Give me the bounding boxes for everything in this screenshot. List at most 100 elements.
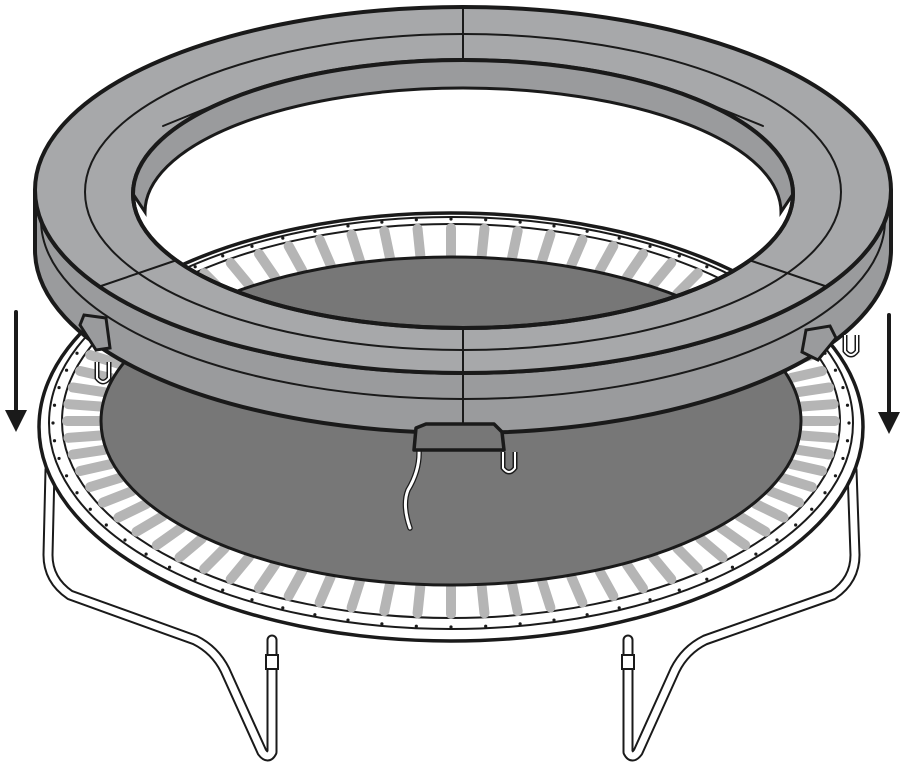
spring bbox=[412, 223, 426, 261]
spring-hook bbox=[64, 474, 69, 478]
spring-hook bbox=[51, 421, 55, 425]
pad-tie-loop-right bbox=[844, 335, 858, 356]
spring-hook bbox=[221, 588, 225, 592]
spring bbox=[85, 349, 126, 370]
leg-front-right bbox=[624, 466, 859, 760]
spring-hook bbox=[648, 244, 652, 248]
spring-hook bbox=[123, 538, 127, 542]
spring bbox=[750, 499, 789, 523]
spring-hook bbox=[823, 491, 827, 495]
spring-hook bbox=[833, 474, 838, 478]
spring bbox=[537, 229, 556, 266]
spring-hook bbox=[449, 625, 453, 629]
spring-hook bbox=[281, 606, 285, 610]
spring-hook bbox=[705, 577, 709, 581]
spring-hook bbox=[677, 588, 681, 592]
spring bbox=[199, 543, 230, 574]
spring-hook bbox=[346, 618, 350, 622]
spring-hook bbox=[552, 618, 556, 622]
spring-hook bbox=[75, 491, 79, 495]
spring-hook bbox=[281, 236, 285, 240]
spring-hook bbox=[221, 254, 225, 258]
spring-hook bbox=[346, 224, 350, 228]
spring-hook bbox=[617, 236, 621, 240]
spring bbox=[507, 225, 523, 263]
spring bbox=[594, 241, 619, 276]
spring-hook bbox=[380, 622, 384, 626]
pad-tie-loop-left bbox=[96, 362, 110, 383]
spring-hook bbox=[845, 403, 850, 407]
spring bbox=[622, 248, 648, 283]
pad-joint-front-right bbox=[748, 259, 826, 287]
spring-hook bbox=[794, 523, 798, 527]
pad-tie-loop-front bbox=[502, 452, 516, 473]
spring bbox=[346, 229, 365, 266]
spring-hook bbox=[104, 523, 108, 527]
spring bbox=[346, 576, 365, 613]
pad-right-tab bbox=[800, 324, 838, 362]
spring-hook bbox=[847, 421, 851, 425]
spring-hook bbox=[193, 577, 197, 581]
spring-hook bbox=[648, 598, 652, 602]
spring bbox=[786, 458, 827, 476]
spring-hook bbox=[167, 565, 172, 569]
spring bbox=[647, 257, 677, 291]
spring-hook bbox=[144, 552, 148, 556]
spring-hook bbox=[380, 220, 384, 224]
spring bbox=[792, 382, 835, 398]
spring bbox=[776, 472, 817, 493]
leg-joint-right bbox=[621, 654, 635, 670]
pad-joint-front-left bbox=[100, 259, 178, 287]
leg-joint-left bbox=[265, 654, 279, 670]
spring bbox=[67, 382, 110, 398]
spring bbox=[314, 571, 336, 608]
spring-hook bbox=[730, 565, 735, 569]
safety-pad bbox=[32, 5, 894, 475]
leg-front-left bbox=[44, 466, 276, 760]
spring-hook bbox=[677, 254, 681, 258]
spring bbox=[63, 399, 106, 412]
spring-hook bbox=[484, 218, 488, 222]
spring bbox=[314, 234, 336, 271]
spring bbox=[507, 579, 523, 617]
spring-hook bbox=[841, 385, 845, 390]
spring bbox=[254, 559, 280, 594]
arrows bbox=[5, 310, 900, 434]
spring bbox=[131, 511, 168, 537]
pad-joint-back-left bbox=[162, 103, 218, 127]
spring-hook bbox=[845, 439, 850, 443]
spring-hook bbox=[810, 507, 814, 511]
spring bbox=[412, 581, 426, 619]
spring-hook bbox=[250, 244, 254, 248]
spring bbox=[225, 257, 255, 291]
spring bbox=[379, 579, 395, 617]
spring bbox=[85, 472, 126, 493]
spring bbox=[379, 225, 395, 263]
spring bbox=[796, 430, 839, 443]
spring-hook bbox=[754, 552, 758, 556]
spring bbox=[254, 248, 280, 283]
spring bbox=[225, 551, 255, 585]
spring-hook bbox=[449, 217, 453, 221]
spring-hook bbox=[313, 229, 317, 233]
spring bbox=[672, 268, 703, 299]
spring-hook bbox=[75, 351, 79, 355]
spring-hook bbox=[841, 456, 845, 461]
spring-hook bbox=[193, 265, 197, 269]
spring-hook bbox=[775, 538, 779, 542]
spring-hook bbox=[585, 229, 589, 233]
spring-hook bbox=[518, 622, 522, 626]
spring bbox=[75, 458, 116, 476]
spring bbox=[594, 566, 619, 601]
spring bbox=[786, 366, 827, 384]
spring bbox=[283, 241, 308, 276]
spring bbox=[63, 430, 106, 443]
right-down-arrow-head bbox=[878, 412, 900, 434]
spring bbox=[765, 486, 805, 508]
spring-hook bbox=[64, 368, 69, 372]
spring bbox=[622, 559, 648, 594]
spring bbox=[537, 576, 556, 613]
spring bbox=[97, 486, 137, 508]
